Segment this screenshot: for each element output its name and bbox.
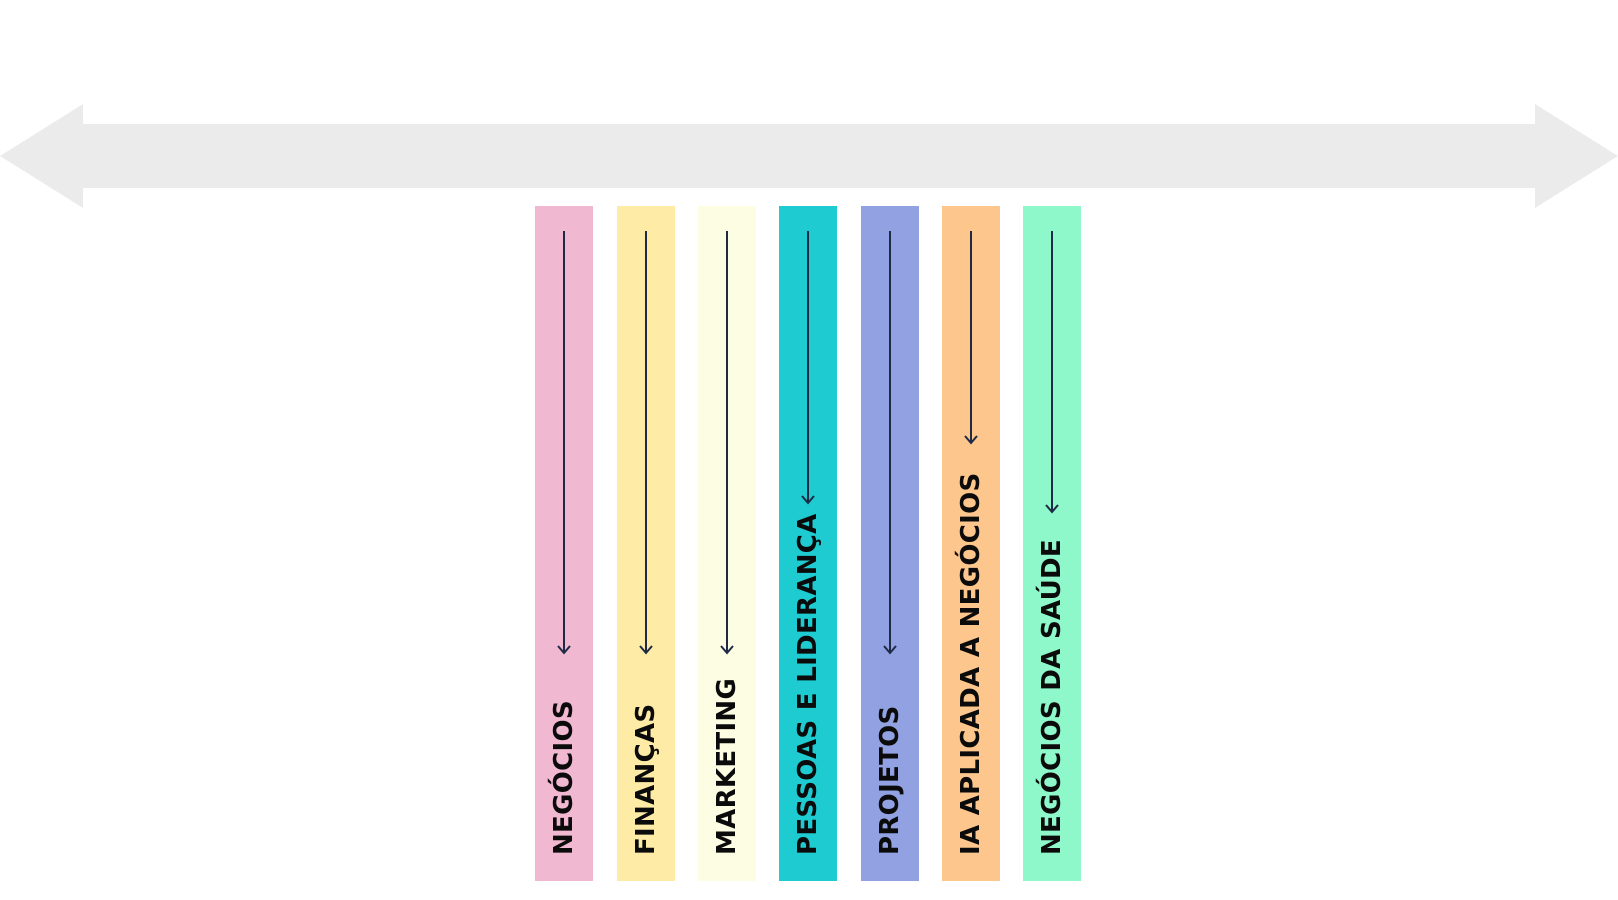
column-pessoas-e-lideranca: PESSOAS E LIDERANÇA bbox=[779, 206, 837, 881]
column-negocios: NEGÓCIOS bbox=[535, 206, 593, 881]
column-label-pessoas-e-lideranca: PESSOAS E LIDERANÇA bbox=[793, 513, 823, 855]
down-arrow-icon bbox=[883, 231, 897, 655]
column-label-ia-aplicada-a-negocios: IA APLICADA A NEGÓCIOS bbox=[956, 472, 986, 855]
column-projetos: PROJETOS bbox=[861, 206, 919, 881]
down-arrow-icon bbox=[557, 231, 571, 655]
down-arrow-icon bbox=[720, 231, 734, 655]
column-label-negocios-da-saude: NEGÓCIOS DA SAÚDE bbox=[1037, 539, 1067, 855]
down-arrow-icon bbox=[1045, 231, 1059, 514]
down-arrow-icon bbox=[639, 231, 653, 655]
column-label-projetos: PROJETOS bbox=[875, 705, 905, 855]
column-marketing: MARKETING bbox=[698, 206, 756, 881]
column-ia-aplicada-a-negocios: IA APLICADA A NEGÓCIOS bbox=[942, 206, 1000, 881]
column-label-marketing: MARKETING bbox=[712, 677, 742, 855]
down-arrow-icon bbox=[964, 231, 978, 445]
column-negocios-da-saude: NEGÓCIOS DA SAÚDE bbox=[1023, 206, 1081, 881]
column-label-financas: FINANÇAS bbox=[631, 703, 661, 855]
down-arrow-icon bbox=[801, 231, 815, 505]
column-label-negocios: NEGÓCIOS bbox=[549, 700, 579, 855]
column-financas: FINANÇAS bbox=[617, 206, 675, 881]
